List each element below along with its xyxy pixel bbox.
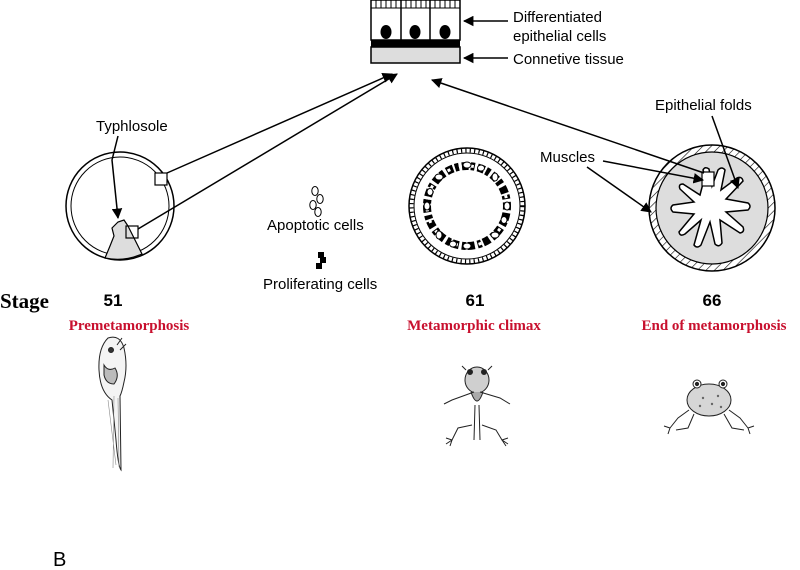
stage-label: Stage: [0, 289, 49, 313]
connective-tissue-layer: [370, 46, 461, 64]
metamorph-froglet-illustration: [443, 365, 511, 447]
epithelium-schematic: [370, 0, 461, 64]
pointer-arrow: [111, 135, 123, 220]
label-muscles: Muscles: [540, 149, 595, 166]
typhlosole-fold: [104, 219, 143, 260]
zoom-arrow: [137, 73, 398, 230]
label-epithelial-folds: Epithelial folds: [655, 97, 752, 114]
apoptotic-cells-icon: [309, 186, 324, 217]
phase-metamorphic-climax: Metamorphic climax: [407, 318, 541, 334]
tadpole-illustration: [98, 336, 127, 472]
phase-end-of-metamorphosis: End of metamorphosis: [641, 318, 786, 334]
intestine-section-stage-61: [408, 147, 526, 265]
label-differentiated-2: epithelial cells: [513, 28, 606, 45]
inset-box: [701, 171, 715, 187]
label-connective-tissue: Connetive tissue: [513, 51, 624, 68]
basal-lamina: [371, 40, 460, 47]
zoom-arrow: [431, 78, 705, 174]
phase-premetamorphosis: Premetamorphosis: [69, 318, 190, 334]
nucleus: [409, 25, 421, 39]
froglet-illustration: [663, 379, 755, 435]
pointer-arrow: [586, 166, 652, 213]
stage-number-66: 66: [703, 291, 722, 310]
nucleus: [439, 25, 451, 39]
stage-number-61: 61: [466, 291, 485, 310]
stage-number-51: 51: [104, 291, 123, 310]
panel-letter: B: [53, 549, 66, 570]
zoom-arrow: [166, 73, 393, 174]
label-differentiated-1: Differentiated: [513, 9, 602, 26]
pointer-arrow: [711, 115, 740, 189]
inset-box: [154, 172, 168, 186]
label-proliferating-cells: Proliferating cells: [263, 276, 377, 293]
inset-box: [125, 225, 139, 239]
intestine-section-stage-66: [648, 144, 776, 272]
proliferating-cells-icon: [316, 252, 326, 269]
intestine-section-stage-51: [65, 151, 175, 261]
nucleus: [380, 25, 392, 39]
label-apoptotic-cells: Apoptotic cells: [267, 217, 364, 234]
pointer-arrow: [602, 160, 705, 184]
label-typhlosole: Typhlosole: [96, 118, 168, 135]
